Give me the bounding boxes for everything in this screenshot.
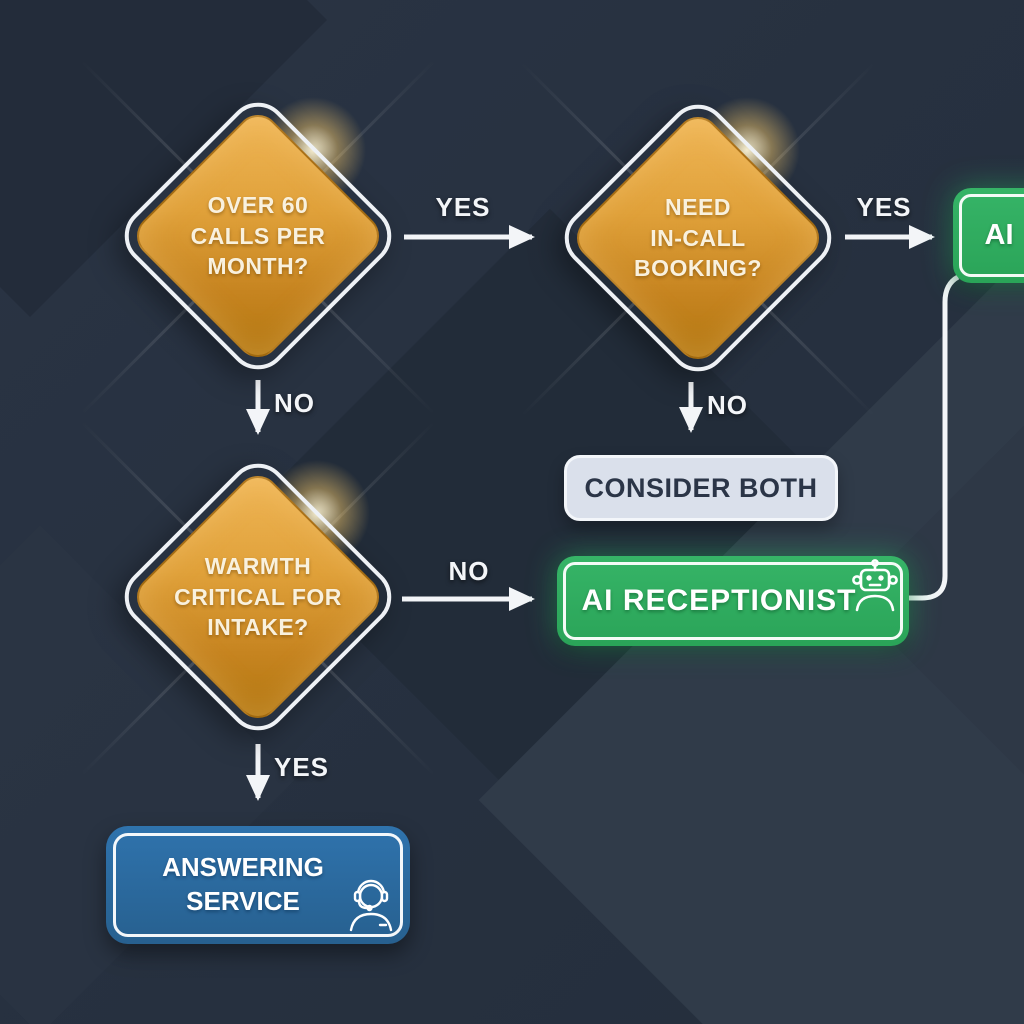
decision-label: NEED IN-CALL BOOKING?: [634, 194, 762, 282]
edge-label-no: NO: [707, 390, 748, 420]
headset-agent-icon: [349, 879, 393, 932]
edge-label-no: NO: [448, 556, 490, 586]
result-node-consider-both: CONSIDER BOTH: [564, 455, 838, 521]
result-node-ai-receptionist: AI RECEPTIONIST: [557, 556, 909, 646]
result-node-ai: AI: [953, 188, 1024, 283]
decision-node-call-volume: OVER 60 CALLS PER MONTH?: [112, 90, 404, 382]
decision-node-warmth-critical: WARMTH CRITICAL FOR INTAKE?: [112, 451, 404, 743]
edge-label-yes: YES: [435, 192, 491, 222]
decision-label: OVER 60 CALLS PER MONTH?: [190, 192, 326, 280]
result-node-answering-service: ANSWERING SERVICE: [106, 826, 410, 944]
edge-label-yes: YES: [274, 752, 330, 782]
result-label: AI RECEPTIONIST: [581, 584, 857, 617]
result-label: ANSWERING SERVICE: [162, 852, 324, 916]
result-label: CONSIDER BOTH: [584, 472, 818, 503]
decision-label: WARMTH CRITICAL FOR INTAKE?: [174, 553, 342, 641]
result-label: AI: [984, 219, 1014, 251]
robot-icon: [852, 559, 898, 612]
edge-label-yes: YES: [856, 192, 912, 222]
decision-node-in-call-booking: NEED IN-CALL BOOKING?: [552, 92, 844, 384]
edge-label-no: NO: [274, 388, 315, 418]
